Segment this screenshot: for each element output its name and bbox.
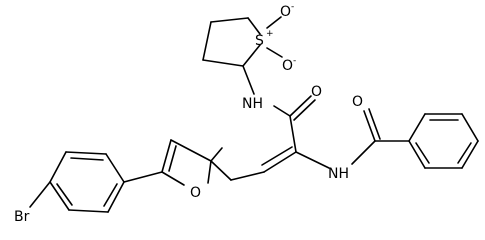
atom-nh-upper: NH — [242, 96, 263, 112]
atom-o-s-top: O — [280, 4, 291, 20]
bond-nh-amide — [273, 105, 291, 117]
atom-o-furan: O — [190, 185, 201, 201]
bond-s-o-top — [266, 16, 282, 29]
atom-labels: NH O S + O - O - NH O O Br — [14, 2, 363, 225]
phenyl-ring — [408, 113, 479, 169]
bond-alpha-nh — [295, 151, 330, 169]
sulfolane-ring — [202, 17, 261, 67]
bond-furan-bromophenyl — [123, 171, 163, 183]
atom-s: S — [255, 33, 264, 49]
bond-vinyl-furan — [210, 160, 232, 181]
furan-ring — [161, 139, 223, 186]
atom-nh-lower: NH — [328, 166, 349, 182]
atom-o-carbonyl: O — [311, 84, 322, 100]
benzoyl-carbonyl — [363, 108, 381, 142]
atom-s-charge: + — [266, 29, 274, 39]
bond-amide-alpha — [289, 115, 297, 153]
bond-ring-nh — [242, 65, 255, 95]
atom-o-s-bottom-charge: - — [293, 56, 296, 66]
atom-o-s-bottom: O — [282, 58, 293, 74]
atom-o-benzoyl: O — [352, 94, 363, 110]
bond-s-o-bottom — [266, 47, 283, 58]
amide-carbonyl — [289, 95, 316, 121]
vinyl-double-bond — [230, 146, 297, 181]
bromophenyl-ring — [49, 151, 125, 213]
atom-o-s-top-charge: - — [291, 2, 294, 12]
bond-br — [29, 181, 51, 208]
bond-nh-benzoyl — [351, 140, 376, 165]
atom-br: Br — [14, 209, 30, 225]
